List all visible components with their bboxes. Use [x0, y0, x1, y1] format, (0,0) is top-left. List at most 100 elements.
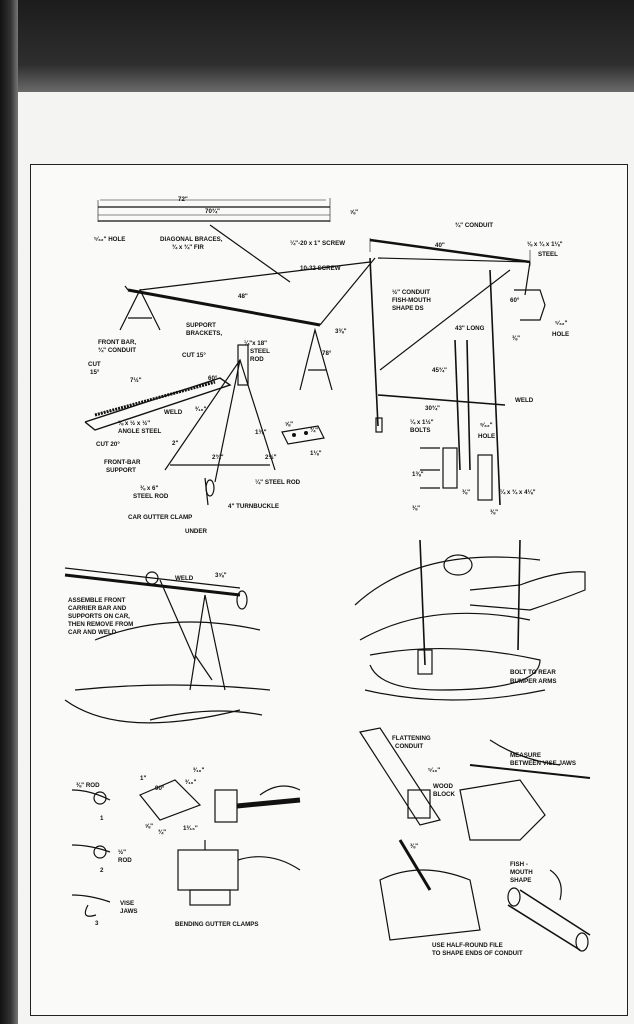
label-angle-size: ⅛ x ½ x ½" — [118, 420, 150, 427]
angle-90: 90° — [155, 785, 165, 792]
assemble-on-car-drawing — [64, 567, 271, 724]
label-bolt-rear: BOLT TO REAR — [510, 669, 556, 676]
dim-58-p4: ⅝" — [145, 823, 153, 830]
label-conduit: ¾" CONDUIT — [455, 222, 493, 229]
label-hole-3a: ⁹⁄₃₂" — [480, 422, 493, 429]
label-weld: WELD — [164, 409, 183, 416]
dim-338: 3⅜" — [335, 328, 347, 335]
label-half-conduit: ½" CONDUIT — [392, 289, 430, 296]
label-quarter-rod: ¼" STEEL ROD — [255, 479, 301, 486]
dim-358: 3⅝" — [215, 572, 227, 579]
dim-138: 1⅜" — [255, 429, 267, 436]
step-1: 1 — [100, 815, 104, 822]
label-bolts-size: ¼ x 1½" — [410, 419, 434, 426]
label-fish: FISH - — [510, 861, 528, 868]
label-rod-size: ¼"x 18" — [244, 340, 267, 347]
label-shape-ends: TO SHAPE ENDS OF CONDUIT — [432, 950, 523, 957]
assemble-line-2: CARRIER BAR AND — [68, 605, 127, 612]
carrier-frame-drawing — [84, 198, 546, 506]
label-cut-20: CUT 20° — [96, 441, 120, 448]
dim-38b: ⅜" — [462, 489, 470, 496]
label-43-long: 43" LONG — [455, 325, 485, 332]
dim-2: 2" — [172, 440, 178, 447]
label-brackets: BRACKETS, — [186, 330, 222, 337]
dim-72: 72" — [178, 196, 188, 203]
label-flattening: FLATTENING — [392, 735, 431, 742]
label-rod-38: ⅜" ROD — [76, 782, 100, 789]
label-front-bar: FRONT BAR, — [98, 339, 136, 346]
dim-316a: ³⁄₁₆" — [193, 767, 204, 774]
label-vise: VISE — [120, 900, 134, 907]
label-wood: WOOD — [433, 783, 453, 790]
dim-48: 48" — [238, 293, 248, 300]
label-hole: ⁵⁄₃₂" HOLE — [94, 236, 125, 243]
label-cut-15: CUT 15° — [182, 352, 206, 359]
dim-38d: ⅜" — [490, 509, 498, 516]
flattening-conduit-drawing — [359, 727, 591, 952]
label-bumper-arms: BUMPER ARMS — [510, 678, 557, 685]
label-shape: SHAPE — [510, 877, 531, 884]
label-rod-2b: ROD — [118, 857, 132, 864]
label-shape-ds: SHAPE DS — [392, 305, 424, 312]
dim-1: 1" — [140, 775, 146, 782]
assemble-line-1: ASSEMBLE FRONT — [68, 597, 126, 604]
label-steel: STEEL — [538, 251, 558, 258]
label-hole-2b: HOLE — [552, 331, 569, 338]
label-turnbuckle: 4" TURNBUCKLE — [228, 503, 279, 510]
dim-4534: 45¾" — [432, 367, 447, 374]
dim-34: ¾" — [310, 427, 318, 434]
dim-70: 70¾" — [205, 208, 220, 215]
step-2: 2 — [100, 867, 104, 874]
angle-60-rear: 60° — [510, 297, 520, 304]
dim-38c: ⅜" — [412, 505, 420, 512]
label-rod: ROD — [250, 356, 264, 363]
label-bolts: BOLTS — [410, 427, 431, 434]
label-front-bar-conduit: ¾" CONDUIT — [98, 347, 136, 354]
dim-38-p5: ⅜" — [410, 843, 418, 850]
label-gutter-clamp: CAR GUTTER CLAMP — [128, 514, 192, 521]
angle-60: 60° — [208, 375, 218, 382]
label-cut-a: CUT — [88, 361, 101, 368]
dim-3034: 30¾" — [425, 405, 440, 412]
label-support-2: SUPPORT — [106, 467, 136, 474]
dim-712: 7½" — [130, 377, 142, 384]
angle-78: 78° — [322, 350, 332, 357]
label-screw-1032: 10-32 SCREW — [300, 265, 341, 272]
dim-34-p4: ¾" — [158, 829, 166, 836]
dim-516: ⁵⁄₁₆" — [428, 767, 440, 774]
label-use-file: USE HALF-ROUND FILE — [432, 942, 503, 949]
label-flattening-conduit: CONDUIT — [395, 743, 423, 750]
assemble-line-5: CAR AND WELD — [68, 629, 117, 636]
label-screw: ¼"-20 x 1" SCREW — [290, 240, 345, 247]
label-rod-2a: ½" — [118, 849, 126, 856]
label-angle-steel: ANGLE STEEL — [118, 428, 162, 435]
label-front-bar-support: FRONT-BAR — [104, 459, 141, 466]
label-mouth: MOUTH — [510, 869, 533, 876]
label-diag-braces: DIAGONAL BRACES, — [160, 236, 223, 243]
label-steel-rod: STEEL ROD — [133, 493, 169, 500]
dim-316b: ³⁄₁₆" — [185, 779, 196, 786]
label-diag-fir: ¾ x ¾" FIR — [172, 244, 204, 251]
label-jaws: JAWS — [120, 908, 138, 915]
dim-40: 40" — [435, 242, 445, 249]
assemble-line-3: SUPPORTS ON CAR, — [68, 613, 130, 620]
label-hole-3b: HOLE — [478, 433, 495, 440]
label-block: BLOCK — [433, 791, 456, 798]
dim-58: ⅝" — [350, 209, 358, 216]
page-frame — [30, 164, 628, 1016]
rear-bumper-drawing — [354, 539, 586, 701]
dim-234: 2¾" — [212, 454, 224, 461]
label-hole-2a: ⁵⁄₃₂" — [555, 320, 568, 327]
dim-138b: 1⅜" — [412, 471, 424, 478]
label-steel-rod-size: ⅜ x 6" — [140, 485, 158, 492]
dim-38-rear: ⅜" — [512, 335, 520, 342]
label-bending: BENDING GUTTER CLAMPS — [175, 921, 259, 928]
label-weld-2: WELD — [515, 397, 534, 404]
label-cut-b: 15° — [90, 369, 100, 376]
step-3: 3 — [95, 920, 99, 927]
scan-top-shadow — [0, 0, 634, 92]
label-under: UNDER — [185, 528, 208, 535]
dim-118: 1⅛" — [310, 450, 322, 457]
dim-316: ³⁄₁₆" — [195, 406, 206, 413]
